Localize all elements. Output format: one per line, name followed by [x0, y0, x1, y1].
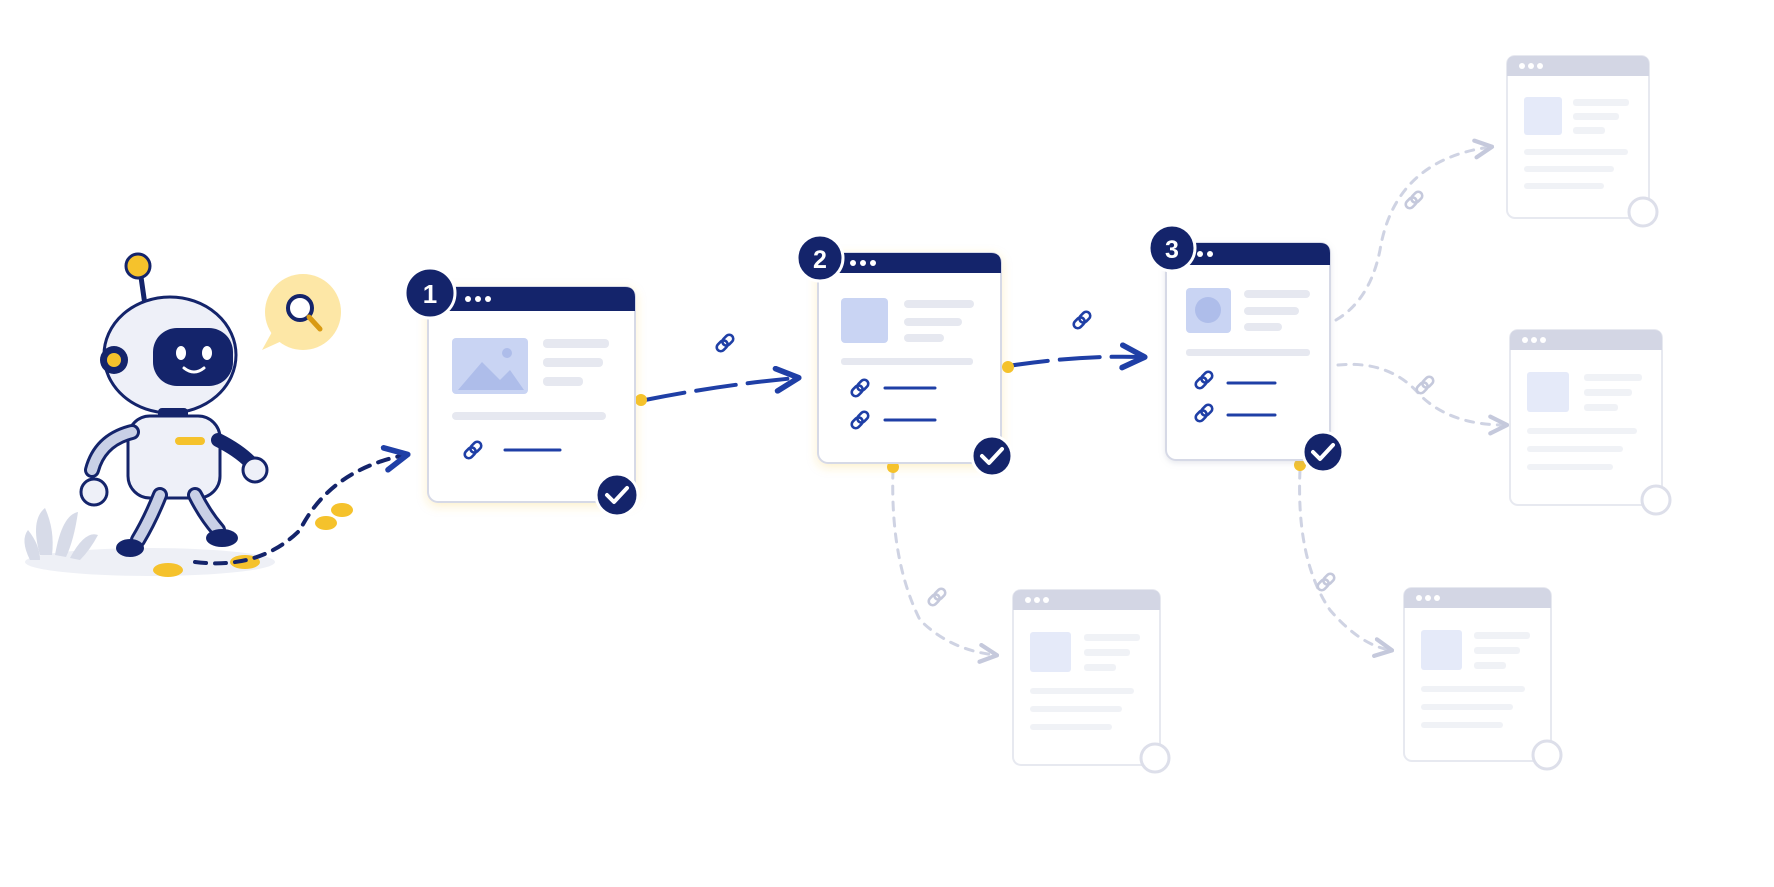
- pending-circle-icon: [1627, 196, 1659, 228]
- step-number-1: 1: [423, 279, 437, 309]
- unvisited-links: [891, 138, 1510, 664]
- robot-icon: [24, 252, 275, 576]
- unvisited-card-mid: [1509, 329, 1672, 516]
- pending-circle-icon: [1139, 742, 1171, 774]
- step-badge-3: 3: [1147, 223, 1197, 273]
- step-number-2: 2: [813, 246, 827, 274]
- unvisited-card-bottom-right: [1403, 587, 1563, 771]
- check-icon: [1301, 430, 1345, 474]
- step-badge-1: 1: [403, 266, 457, 320]
- page-card-1: 1: [403, 266, 640, 518]
- magnifier-icon: [262, 274, 341, 350]
- pending-circle-icon: [1640, 484, 1672, 516]
- plant-icon: [24, 508, 98, 560]
- page-card-2: 2: [795, 233, 1014, 478]
- pending-circle-icon: [1531, 739, 1563, 771]
- page-card-3: 3: [1147, 223, 1345, 474]
- step-badge-2: 2: [795, 233, 845, 283]
- visited-links: [635, 308, 1306, 473]
- unvisited-card-bottom-left: [1012, 589, 1171, 774]
- check-icon: [970, 434, 1014, 478]
- step-number-3: 3: [1165, 236, 1179, 264]
- check-icon: [594, 472, 640, 518]
- unvisited-card-top: [1506, 55, 1659, 228]
- footprints-trail: [153, 445, 411, 577]
